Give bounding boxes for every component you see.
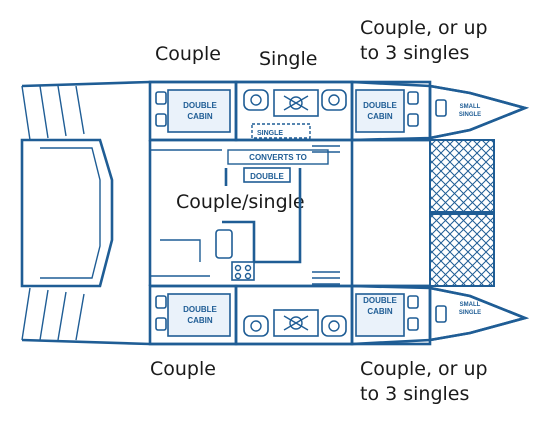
shower-drain — [289, 96, 303, 110]
pillow — [407, 295, 419, 309]
bed-bottom-left — [167, 293, 231, 337]
galley-stove — [231, 261, 255, 281]
cabin-label-line: DOUBLE — [183, 305, 217, 314]
cockpit-inner — [40, 147, 101, 279]
pillow — [435, 305, 447, 323]
converts-to-label: CONVERTS TO — [249, 153, 307, 162]
pillow — [155, 113, 167, 127]
small-single-bottom — [428, 286, 530, 342]
cabin-label-line: CABIN — [187, 112, 213, 121]
bed-top-left — [167, 89, 231, 133]
sink-basin — [250, 94, 262, 106]
bed-top-right — [355, 89, 405, 133]
head-bottom — [234, 284, 354, 346]
cabin-bottom-right — [350, 284, 432, 346]
bottom-hull-outline — [21, 284, 530, 346]
cabin-label-line: DOUBLE — [363, 101, 397, 110]
annotation-couple-or-up-bottom: Couple, or up to 3 singles — [360, 357, 488, 407]
pillow — [155, 91, 167, 105]
pillow — [407, 91, 419, 105]
stern-steps-top — [21, 85, 85, 141]
annotation-couple-single-center: Couple/single — [176, 191, 305, 213]
single-berth — [251, 123, 311, 139]
galley-sink — [215, 229, 233, 259]
annotation-line: Couple, or up — [360, 17, 488, 39]
small-single-label-line: SMALL — [460, 302, 481, 308]
sink — [243, 315, 269, 337]
forward-deck — [350, 138, 430, 288]
cabin-top-right — [350, 80, 432, 142]
annotation-line: to 3 singles — [360, 42, 470, 64]
top-hull-outline — [21, 80, 530, 142]
cabin-top-left — [148, 80, 238, 142]
pillow — [155, 295, 167, 309]
toilet — [321, 315, 347, 337]
head-single-top — [234, 80, 354, 142]
cockpit-outline — [20, 138, 114, 288]
saloon-settee — [222, 168, 302, 264]
annotation-line: to 3 singles — [360, 383, 470, 405]
annotation-couple-or-up-top: Couple, or up to 3 singles — [360, 16, 488, 66]
companionway-steps — [312, 145, 340, 153]
cabin-label-line: CABIN — [367, 112, 393, 121]
stern-steps-bottom — [21, 287, 85, 341]
pillow — [407, 317, 419, 331]
small-single-top — [428, 84, 530, 140]
small-single-label-line: SINGLE — [459, 112, 481, 118]
sink — [243, 89, 269, 111]
cabin-label-line: DOUBLE — [183, 101, 217, 110]
pillow — [407, 113, 419, 127]
pillow — [155, 317, 167, 331]
cabin-label-line: CABIN — [367, 307, 393, 316]
pillow — [435, 99, 447, 117]
cabin-bottom-left — [148, 284, 238, 346]
convertible-double — [243, 167, 291, 183]
cabin-label-line: CABIN — [187, 316, 213, 325]
trampoline-net-bottom — [429, 213, 495, 287]
annotation-couple-bottom-left: Couple — [150, 358, 216, 380]
shower — [273, 309, 319, 337]
companionway-steps — [312, 271, 340, 285]
double-label: DOUBLE — [250, 172, 284, 181]
annotation-single-top: Single — [259, 48, 318, 70]
small-single-label-line: SMALL — [460, 104, 481, 110]
trampoline-net-top — [429, 139, 495, 213]
cabin-label-line: DOUBLE — [363, 296, 397, 305]
bed-bottom-right — [355, 293, 405, 337]
small-single-label-line: SINGLE — [459, 310, 481, 316]
shower-lines — [283, 95, 309, 111]
annotation-couple-top-left: Couple — [155, 43, 221, 65]
galley-counter — [160, 239, 201, 262]
single-label: SINGLE — [257, 130, 283, 137]
converts-label-box — [227, 149, 329, 165]
toilet — [321, 89, 347, 111]
annotation-line: Couple, or up — [360, 358, 488, 380]
shower — [273, 89, 319, 117]
